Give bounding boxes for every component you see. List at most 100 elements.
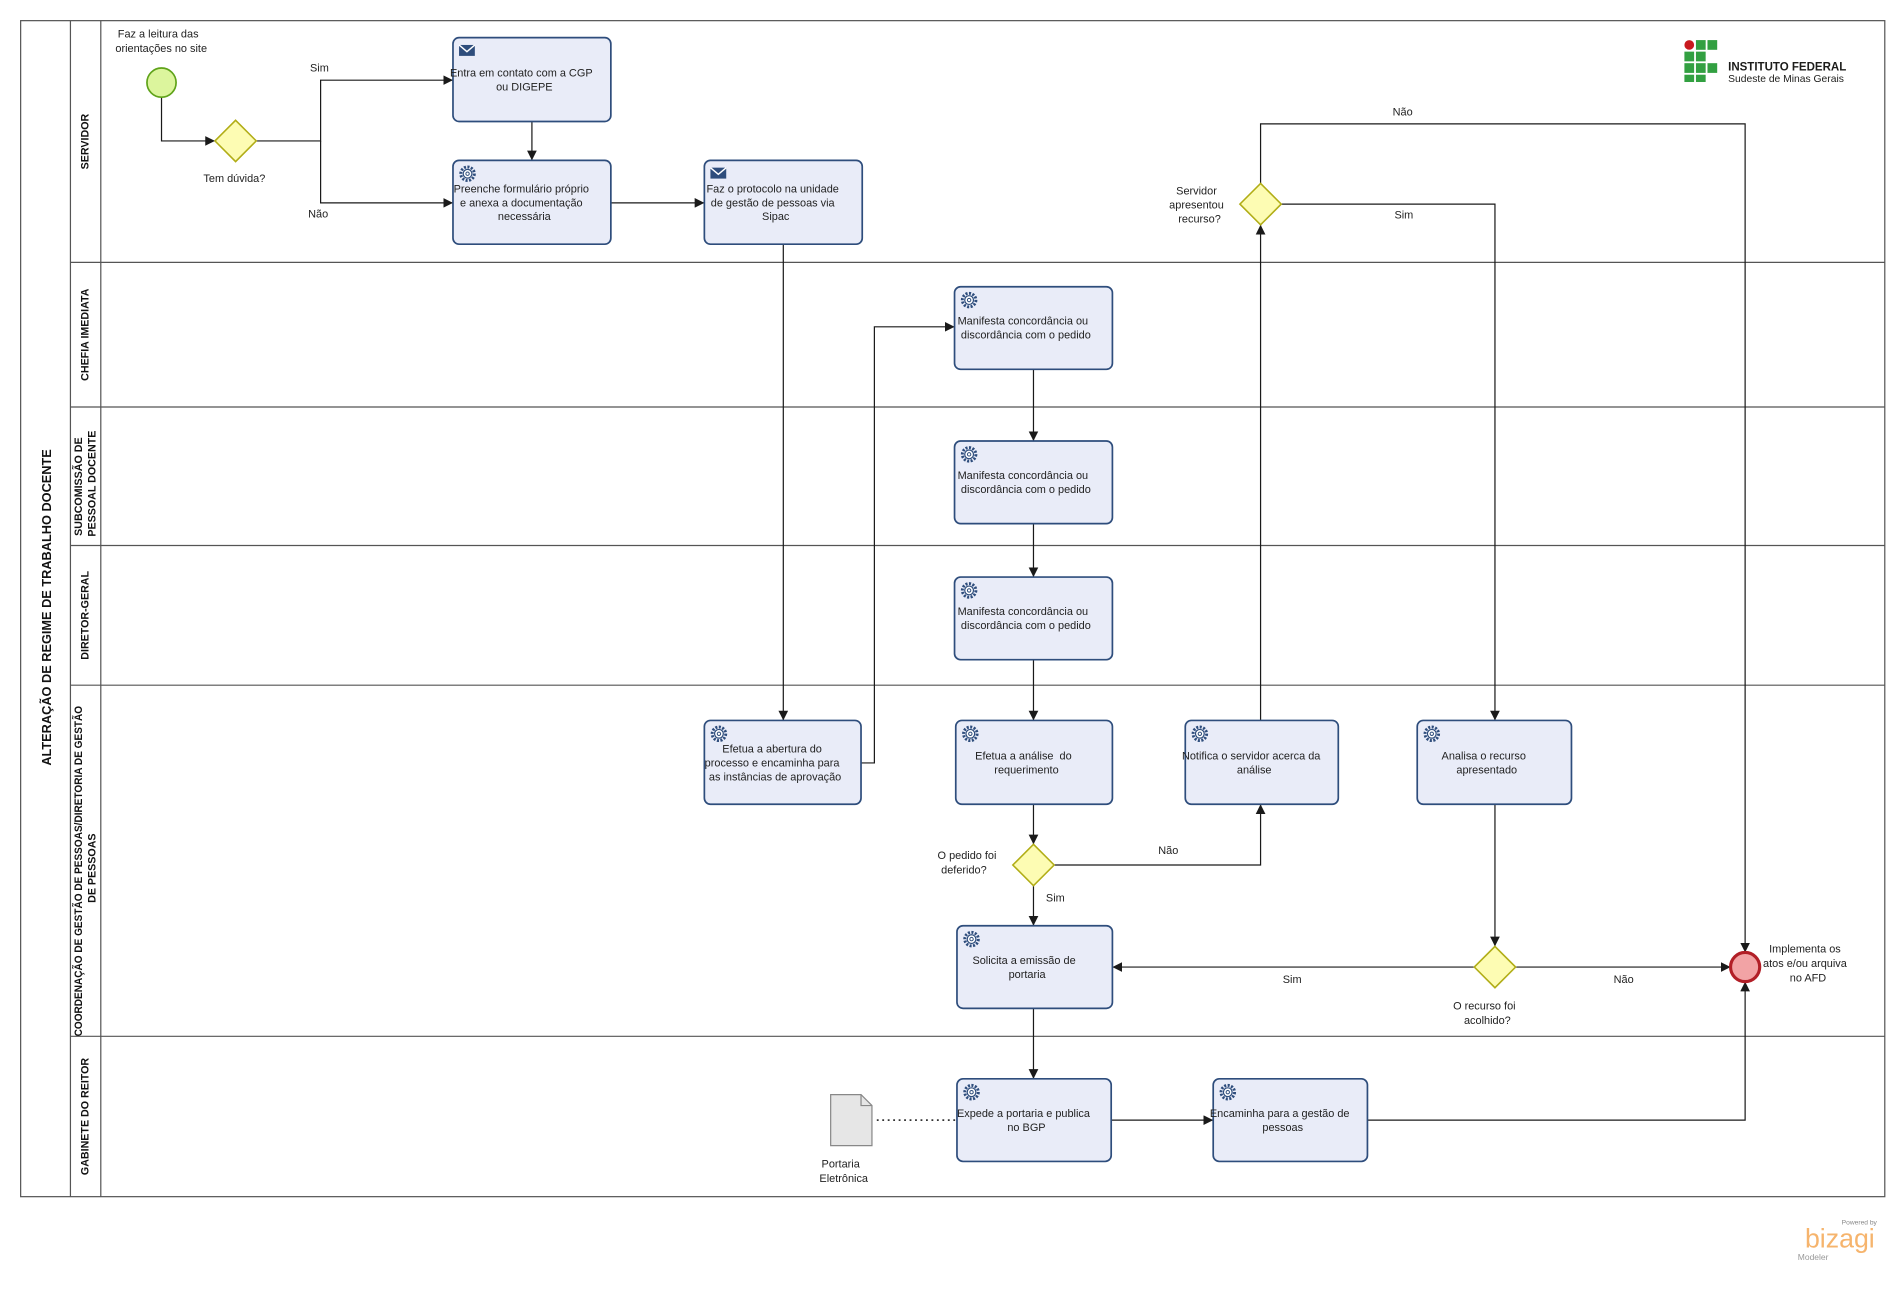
task-faz-protocolo: Faz o protocolo na unidade de gestão de … [703, 159, 864, 246]
task-box [953, 285, 1114, 371]
instituto-federal-logo: INSTITUTO FEDERAL Sudeste de Minas Gerai… [1684, 40, 1846, 85]
envelope-icon [709, 166, 727, 180]
task-label: Expede a portaria e publica no BGP [957, 1108, 1111, 1134]
logo-subtitle: Sudeste de Minas Gerais [1728, 74, 1844, 85]
gear-icon [960, 582, 978, 599]
start-event-circle [146, 67, 177, 99]
flow-encaminha-to-end [1367, 981, 1750, 1121]
end-event-label: Implementa os atos e/ou arquiva no AFD [1763, 943, 1868, 984]
task-box [1184, 719, 1340, 806]
watermark-product: Modeler [1798, 1252, 1829, 1262]
flow-label-duvida-nao: Não [308, 208, 328, 220]
flow-duvida-sim [256, 75, 453, 142]
task-manifesta-diretor: Manifesta concordância ou discordância c… [953, 576, 1114, 661]
task-label: Analisa o recurso apresentado [1442, 750, 1548, 776]
gateway-label: Servidor apresentou recurso? [1169, 185, 1245, 225]
flow-label-acolhido-sim: Sim [1283, 974, 1302, 986]
flow-recurso-nao [1259, 123, 1750, 953]
end-event: Implementa os atos e/ou arquiva no AFD [1728, 943, 1868, 985]
gateway-tem-duvida: Tem dúvida? [203, 119, 265, 185]
gateway-diamond [1238, 182, 1283, 226]
logo-mark-icon [1684, 40, 1718, 83]
envelope-icon [458, 44, 476, 57]
task-efetua-analise: Efetua a análise do requerimento [954, 719, 1114, 806]
flow-label-acolhido-nao: Não [1614, 974, 1634, 986]
task-encaminha-gestao: Encaminha para a gestão de pessoas [1210, 1077, 1371, 1163]
gateway-recurso-acolhido: O recurso foi acolhido? [1453, 945, 1537, 1028]
lane-label-servidor: SERVIDOR [80, 113, 92, 169]
logo-title: INSTITUTO FEDERAL [1728, 61, 1846, 73]
task-box [452, 36, 612, 123]
gear-icon [962, 725, 979, 743]
flow-start-to-duvida [160, 97, 215, 146]
lane-label-gabinete: GABINETE DO REITOR [80, 1058, 92, 1176]
pool-title: ALTERAÇÃO DE REGIME DE TRABALHO DOCENTE [39, 449, 54, 765]
task-label: Efetua a análise do requerimento [975, 750, 1093, 776]
lane-label-subcomissao: SUBCOMISSÃO DE PESSOAL DOCENTE [72, 416, 98, 537]
task-box [703, 719, 862, 806]
watermark-powered-by: Powered by [1842, 1220, 1878, 1227]
task-label: Solicita a emissão de portaria [972, 955, 1096, 981]
flow-recurso-sim [1281, 203, 1500, 721]
end-event-circle [1728, 950, 1762, 984]
gear-icon [1423, 725, 1441, 743]
task-analisa-recurso: Analisa o recurso apresentado [1416, 719, 1573, 806]
task-box [954, 719, 1114, 806]
lane-label-coordenacao: COORDENAÇÃO DE GESTÃO DE PESSOAS/DIRETOR… [72, 685, 98, 1036]
document-icon [830, 1094, 873, 1147]
watermark-brand: bizagi [1805, 1224, 1875, 1254]
flow-duvida-nao [320, 140, 453, 208]
task-box [452, 159, 612, 246]
gateway-diamond [1011, 843, 1056, 887]
gateway-servidor-apresentou-recurso: Servidor apresentou recurso? [1169, 182, 1283, 226]
task-label: Faz o protocolo na unidade de gestão de … [707, 183, 861, 223]
task-label: Manifesta concordância ou discordância c… [958, 606, 1110, 632]
task-label: Manifesta concordância ou discordância c… [958, 316, 1110, 342]
lane-label-chefia: CHEFIA IMEDIATA [80, 288, 92, 381]
flow-label-deferido-sim: Sim [1046, 892, 1065, 904]
data-object-portaria-eletronica: Portaria Eletrônica [819, 1094, 883, 1186]
flow-deferido-nao [1054, 804, 1266, 866]
task-manifesta-chefia: Manifesta concordância ou discordância c… [953, 285, 1114, 371]
pool-border [20, 20, 1886, 1198]
task-box [1416, 719, 1573, 806]
lane-label-diretor: DIRETOR-GERAL [80, 570, 92, 659]
task-entra-em-contato: Entra em contato com a CGP ou DIGEPE [450, 36, 614, 123]
gateway-label: O recurso foi acolhido? [1453, 1001, 1537, 1028]
flow-label-duvida-sim: Sim [310, 63, 329, 75]
start-event: Faz a leitura das orientações no site [115, 29, 222, 99]
start-event-label: Faz a leitura das orientações no site [115, 29, 222, 56]
flow-abertura-to-chefia [861, 321, 955, 764]
task-label: Encaminha para a gestão de pessoas [1210, 1108, 1371, 1134]
gear-icon [960, 446, 978, 463]
gear-icon [1219, 1083, 1237, 1101]
task-box [956, 924, 1114, 1010]
task-label: Preenche formulário próprio e anexa a do… [454, 183, 611, 223]
task-label: Entra em contato com a CGP ou DIGEPE [450, 68, 614, 94]
gear-icon [710, 725, 728, 743]
gateway-diamond [213, 119, 258, 163]
task-manifesta-subcomissao: Manifesta concordância ou discordância c… [953, 440, 1114, 525]
sequence-flows [160, 75, 1750, 1125]
gateway-diamond [1473, 945, 1517, 989]
pool: ALTERAÇÃO DE REGIME DE TRABALHO DOCENTE … [20, 20, 1886, 1198]
task-preenche-formulario: Preenche formulário próprio e anexa a do… [452, 159, 612, 246]
gateway-label: Tem dúvida? [203, 173, 265, 185]
gear-icon [963, 930, 980, 948]
gear-icon [459, 165, 476, 182]
task-label: Notifica o servidor acerca da análise [1182, 750, 1342, 776]
task-notifica-servidor: Notifica o servidor acerca da análise [1182, 719, 1342, 806]
task-expede-portaria: Expede a portaria e publica no BGP [956, 1077, 1113, 1163]
flow-label-deferido-nao: Não [1158, 845, 1178, 857]
data-object-label: Portaria Eletrônica [819, 1159, 883, 1186]
task-solicita-portaria: Solicita a emissão de portaria [956, 924, 1114, 1010]
task-label: Manifesta concordância ou discordância c… [958, 470, 1110, 496]
task-efetua-abertura: Efetua a abertura do processo e encaminh… [703, 719, 862, 806]
gateway-pedido-deferido: O pedido foi deferido? [938, 843, 1056, 887]
flow-labels: Sim Não Não Sim Não Sim Sim Não [308, 63, 1634, 986]
task-box [953, 440, 1114, 525]
bizagi-watermark: Powered by bizagi Modeler [1798, 1220, 1878, 1262]
task-box [956, 1077, 1113, 1163]
gear-icon [963, 1083, 980, 1101]
